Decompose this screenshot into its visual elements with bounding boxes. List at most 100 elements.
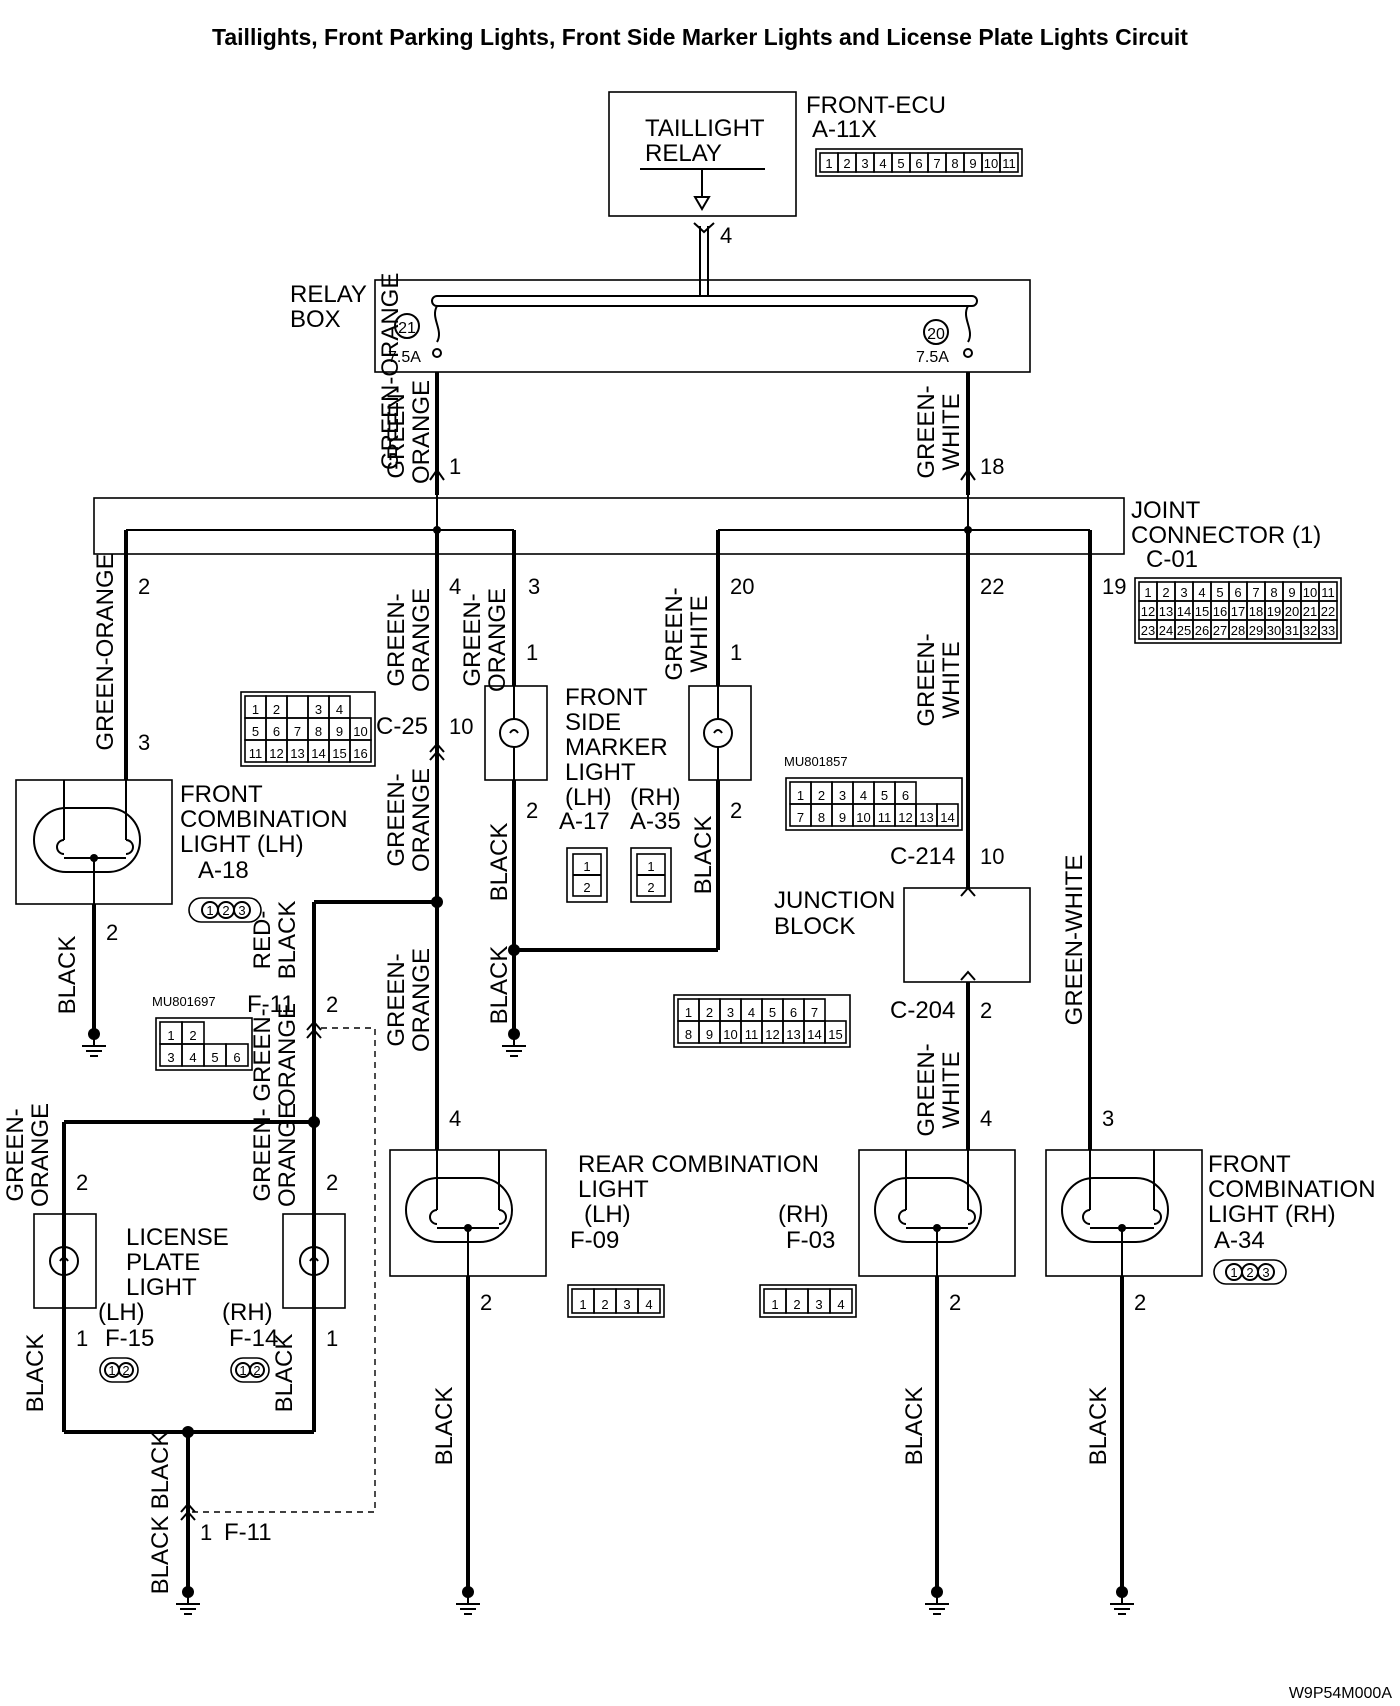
wire-label-green-white: GREEN-WHITE [661,587,713,680]
svg-text:BLACK: BLACK [486,946,513,1025]
svg-text:1: 1 [206,903,213,918]
ground-icon [456,1586,480,1615]
jc-pin-20: 20 [730,574,754,599]
svg-text:RED-: RED- [249,911,276,970]
license-lh-pin-2: 2 [76,1170,88,1195]
jc-pin-22: 22 [980,574,1004,599]
front-combo-rh-code: A-34 [1214,1227,1265,1254]
ground-icon [925,1586,949,1615]
connector-pin: 30 [1267,623,1281,638]
svg-text:ORANGE: ORANGE [27,1103,54,1207]
wire-label-black: BLACK [486,823,513,902]
license-rh-pin-1: 1 [326,1326,338,1351]
connector-pin: 1 [167,1028,174,1043]
connector-pin: 5 [211,1050,218,1065]
connector-pin: 1 [252,702,259,717]
rear-combo-rh-code: F-03 [786,1227,835,1254]
connector-pin: 3 [623,1297,630,1312]
side-marker-lh-connector-icon: 1 2 [566,847,608,903]
side-marker-rh: (RH) [630,784,681,811]
connector-pin: 3 [839,788,846,803]
wire-label-black: BLACK [22,1334,49,1413]
svg-text:BLACK: BLACK [486,823,513,902]
wire-label-green-orange: GREEN-ORANGE [2,1103,54,1207]
license-rh-connector-icon: 1 2 [230,1357,270,1383]
svg-text:GREEN-ORANGE: GREEN-ORANGE [377,273,404,470]
connector-pin: 4 [748,1005,755,1020]
rear-combo-line1: REAR COMBINATION [578,1151,819,1178]
wire-label-green-orange: GREEN-ORANGE [383,588,435,692]
svg-text:GREEN-: GREEN- [661,587,688,680]
wire-label-green-orange: GREEN-ORANGE [383,380,435,484]
side-marker-lh-code: A-17 [559,808,610,835]
relay-arrow-head [693,196,711,211]
svg-text:BLACK: BLACK [271,1334,298,1413]
front-combo-rh-pin-2: 2 [1134,1290,1146,1315]
connector-pin: 25 [1177,623,1191,638]
connector-pin: 9 [336,724,343,739]
wire-label-green-orange: GREEN-ORANGE [249,1003,301,1107]
connector-pin: 31 [1285,623,1299,638]
connector-pin: 8 [315,724,322,739]
svg-text:2: 2 [583,880,590,895]
front-combo-rh-box [1045,1149,1203,1277]
wire-label-black: BLACK [690,816,717,895]
relay-box-line2: BOX [290,306,341,333]
c204-pin-2: 2 [980,998,992,1023]
f11-bottom-pin-1: 1 [200,1520,212,1545]
svg-text:1: 1 [108,1363,115,1378]
wire-label-black: BLACK [54,936,81,1015]
connector-pin: 10 [856,810,870,825]
connector-pin: 33 [1321,623,1335,638]
svg-text:BLACK: BLACK [274,901,301,980]
ecu-name: FRONT-ECU [806,92,946,119]
license-lh: (LH) [98,1299,145,1326]
side-marker-rh-bulb-icon [703,718,733,748]
connector-pin: 12 [898,810,912,825]
svg-text:BLACK: BLACK [901,1387,928,1466]
connector-pin: 6 [790,1005,797,1020]
license-rh: (RH) [222,1299,273,1326]
f11-code: F-11 [247,991,295,1018]
wire-label-green-orange: GREEN-ORANGE [459,588,511,692]
jc-pin-3: 3 [528,574,540,599]
connector-pin: 1 [771,1297,778,1312]
f11-bottom-code: F-11 [224,1519,272,1546]
c214-part-no: MU801857 [784,754,848,769]
front-combo-rh-pin-3: 3 [1102,1106,1114,1131]
connector-pin: 14 [1177,604,1191,619]
license-lh-bulb-icon [49,1246,79,1276]
connector-pin: 6 [273,724,280,739]
connector-pin: 16 [1213,604,1227,619]
wire-label-green-white: GREEN-WHITE [913,1043,965,1136]
front-combo-lh-line1: FRONT [180,781,263,808]
connector-pin: 4 [336,702,343,717]
front-combo-lh-line3: LIGHT (LH) [180,831,304,858]
connector-pin: 5 [897,156,904,171]
connector-pin: 18 [1249,604,1263,619]
svg-text:ORANGE: ORANGE [274,1103,301,1207]
fuse-20-rating: 7.5A [916,349,949,366]
connector-pin: 13 [786,1027,800,1042]
connector-pin: 4 [860,788,867,803]
connector-pin: 9 [839,810,846,825]
joint-connector-line2: CONNECTOR (1) [1131,522,1321,549]
relay-box [374,279,1031,373]
connector-pin: 13 [1159,604,1173,619]
front-combo-lh-connector-icon: 1 2 3 [188,897,262,923]
wire-label-black: BLACK [147,1516,174,1595]
connector-pin: 3 [167,1050,174,1065]
connector-pin: 15 [828,1027,842,1042]
svg-text:BLACK: BLACK [22,1334,49,1413]
side-marker-lh-pin-1: 1 [526,640,538,665]
pin-18: 18 [980,454,1004,479]
jc-pin-19: 19 [1102,574,1126,599]
rear-combo-rh-bulb-icon [874,1177,982,1243]
jc-pin-2: 2 [138,574,150,599]
svg-text:GREEN-: GREEN- [383,773,410,866]
front-combo-rh-line3: LIGHT (RH) [1208,1201,1336,1228]
connector-pin: 3 [315,702,322,717]
svg-text:GREEN-: GREEN- [383,953,410,1046]
taillight-relay-box [608,91,797,217]
connector-pin: 12 [765,1027,779,1042]
